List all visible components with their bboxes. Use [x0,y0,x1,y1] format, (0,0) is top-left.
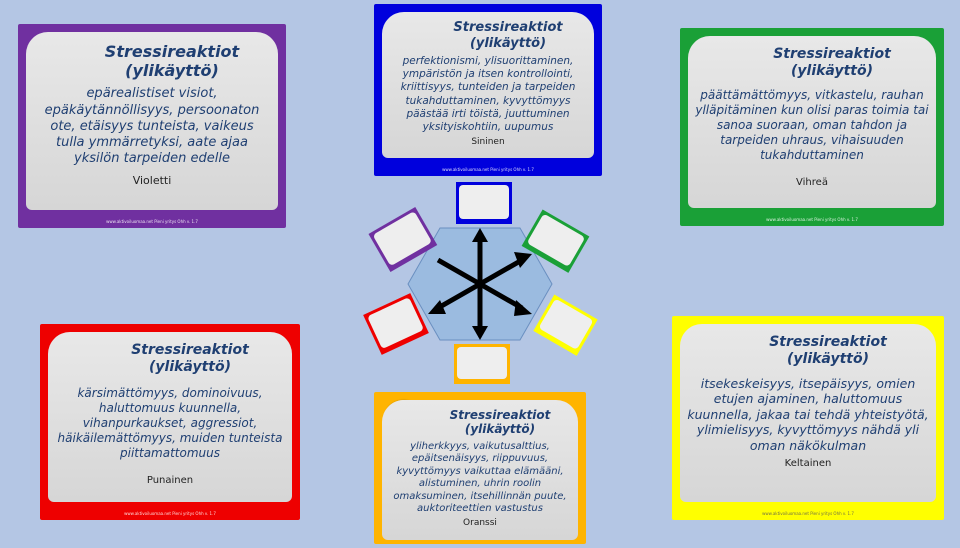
mini-card-red [363,293,429,355]
card-title: Stressireaktiot (ylikäyttö) [773,46,891,79]
card-color-label: Sininen [471,136,505,147]
mini-card-green [521,209,590,273]
mini-card-yellow [533,294,598,356]
mini-card-violet [368,206,438,273]
card-body: yliherkkyys, vaikutusalttius, epäitsenäi… [393,440,567,515]
card-body: perfektionismi, ylisuorittaminen, ympäri… [400,55,576,133]
card-blue: Stressireaktiot (ylikäyttö) perfektionis… [374,4,602,176]
card-body: kärsimättömyys, dominoivuus, haluttomuus… [57,385,283,460]
card-orange: Stressireaktiot (ylikäyttö) yliherkkyys,… [374,392,586,544]
card-color-label: Punainen [146,474,194,486]
six-direction-arrows-icon [428,228,532,340]
card-body: epärealistiset visiot, epäkäytännöllisyy… [44,86,260,167]
card-title: Stressireaktiot (ylikäyttö) [453,20,563,51]
card-color-label: Vihreä [796,176,828,188]
card-body: päättämättömyys, vitkastelu, rauhan yllä… [695,87,929,162]
card-color-label: Keltainen [784,457,832,469]
card-title: Stressireaktiot (ylikäyttö) [104,42,240,81]
card-color-label: Violetti [132,173,172,187]
card-body: itsekeskeisyys, itsepäisyys, omien etuje… [687,375,929,454]
card-footer: www.aktivoiluomaa.net Pieni yritys Ohh v… [766,217,858,222]
card-title: Stressireaktiot (ylikäyttö) [769,334,887,367]
card-footer: www.aktivoiluomaa.net Pieni yritys Ohh v… [762,511,854,516]
card-footer: www.aktivoiluomaa.net Pieni yritys Ohh v… [124,511,216,516]
card-color-label: Oranssi [463,517,497,528]
card-footer: www.aktivoiluomaa.net Pieni yritys Ohh v… [106,219,198,224]
mini-card-orange [454,344,510,384]
mini-card-blue [456,182,512,224]
card-yellow: Stressireaktiot (ylikäyttö) itsekeskeisy… [672,316,944,520]
card-title: Stressireaktiot (ylikäyttö) [131,342,249,375]
card-title: Stressireaktiot (ylikäyttö) [449,408,551,437]
card-red: Stressireaktiot (ylikäyttö) kärsimättömy… [40,324,300,520]
card-green: Stressireaktiot (ylikäyttö) päättämättöm… [680,28,944,226]
card-violet: Stressireaktiot (ylikäyttö) epärealistis… [18,24,286,228]
card-footer: www.aktivoiluomaa.net Pieni yritys Ohh v… [442,167,534,172]
center-hexagon-diagram [363,182,598,384]
